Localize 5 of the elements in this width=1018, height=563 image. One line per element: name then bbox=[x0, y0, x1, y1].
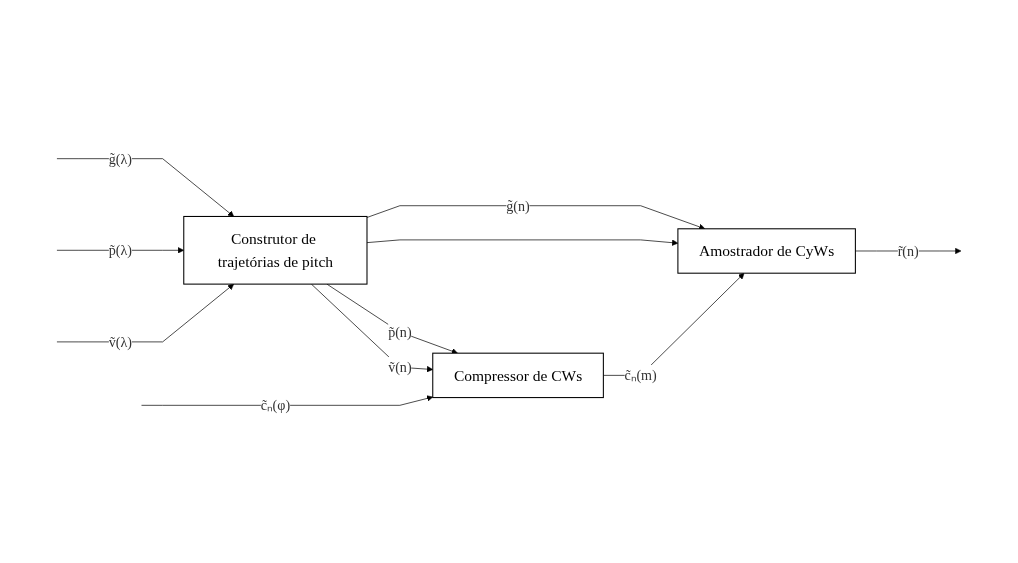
node-box: Amostrador de CyWs bbox=[677, 227, 856, 274]
edge-label: c̃ₙ(m) bbox=[624, 364, 657, 386]
node-box: Compressor de CWs bbox=[432, 352, 604, 398]
node-box: Construtor de trajetórias de pitch bbox=[183, 215, 368, 285]
edge-label: ṽ(n) bbox=[388, 359, 412, 375]
